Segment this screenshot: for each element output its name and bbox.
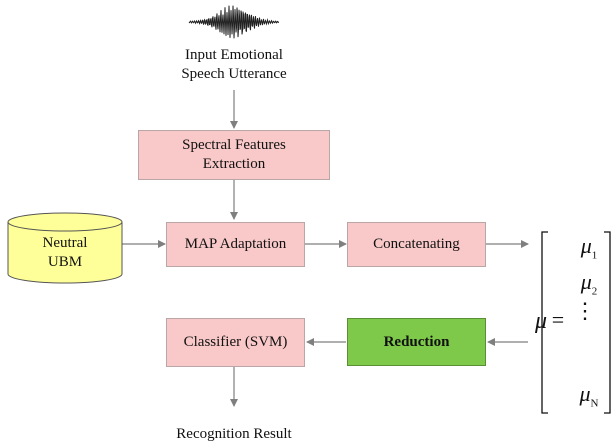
equals-sign: = (549, 307, 567, 333)
classifier-label: Classifier (SVM) (183, 334, 288, 350)
input-label-line1: Input Emotional (185, 47, 283, 63)
entry-n-sub: N (590, 397, 599, 410)
entry-n-base: μ (579, 381, 591, 406)
reduction-box: Reduction (347, 318, 486, 366)
mu-symbol-text: μ (534, 308, 548, 334)
entry-2-sub: 2 (591, 285, 598, 298)
mu-symbol: μ (529, 308, 553, 334)
vector-entry-n: μN (570, 380, 608, 417)
recognition-result-label: Recognition Result (154, 425, 314, 444)
entry-ellipsis: ⋮ (574, 298, 596, 323)
database-line2: UBM (47, 254, 83, 270)
equals-text: = (551, 307, 565, 332)
entry-1-base: μ (580, 233, 592, 258)
neutral-ubm-database (7, 212, 123, 284)
spectral-line1: Spectral Features (182, 137, 286, 153)
input-label-line2: Speech Utterance (181, 66, 287, 82)
input-label: Input Emotional Speech Utterance (148, 46, 320, 84)
concatenating-box: Concatenating (347, 222, 486, 267)
concatenating-label: Concatenating (373, 236, 460, 252)
classifier-box: Classifier (SVM) (166, 318, 305, 367)
spectral-line2: Extraction (202, 156, 266, 172)
vector-ellipsis: ⋮ (566, 298, 604, 324)
entry-2-base: μ (580, 269, 592, 294)
waveform-path (188, 5, 279, 39)
supervector-brackets (541, 231, 611, 414)
vector-entry-2: μ2 (570, 268, 608, 305)
database-line1: Neutral (42, 235, 88, 251)
map-adaptation-label: MAP Adaptation (184, 236, 287, 252)
map-adaptation-box: MAP Adaptation (166, 222, 305, 267)
speech-waveform-icon (188, 5, 279, 39)
vector-entry-1: μ1 (570, 232, 608, 269)
database-label: Neutral UBM (8, 232, 122, 274)
reduction-label: Reduction (383, 333, 450, 350)
spectral-features-box: Spectral Features Extraction (138, 130, 330, 180)
recognition-result-text: Recognition Result (176, 426, 292, 442)
entry-1-sub: 1 (591, 249, 598, 262)
